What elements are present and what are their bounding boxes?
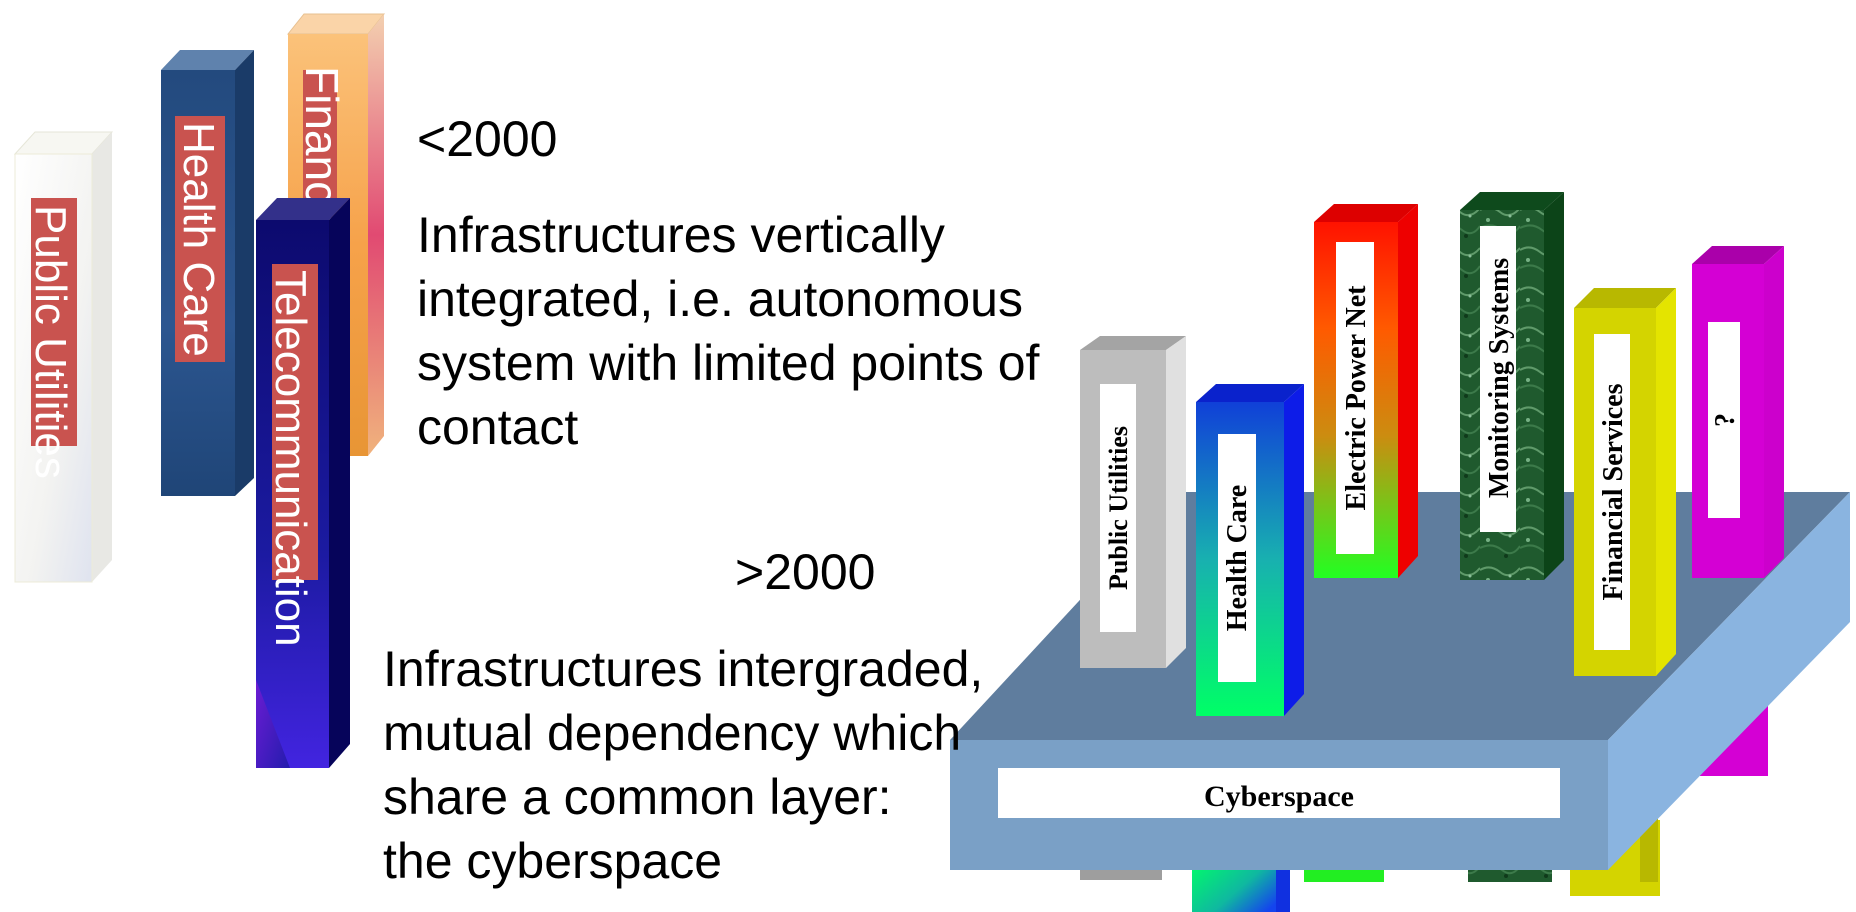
pillar-electric-power-net-label: Electric Power Net — [1341, 285, 1372, 511]
pillar-finance-label-bg — [303, 70, 337, 200]
description-before: Infrastructures vertically integrated, i… — [417, 203, 1117, 459]
description-after: Infrastructures intergraded, mutual depe… — [383, 637, 1083, 893]
era-before-label: <2000 — [417, 111, 558, 167]
pillar-electric-power-net: Electric Power Net — [1314, 204, 1418, 578]
pillar-public-utilities: Public Utilities — [13, 131, 114, 583]
pillar-financial-services-label: Financial Services — [1598, 383, 1629, 600]
pillar-question-label-box — [1708, 322, 1740, 518]
pillar-health-care: Health Care — [161, 50, 254, 496]
cyberspace-label-box — [998, 768, 1560, 818]
pillar-financial-services: Financial Services — [1574, 288, 1676, 676]
description-before-line: contact — [417, 399, 579, 455]
cyberspace-label: Cyberspace — [1204, 780, 1354, 813]
pillar-public-utilities-label: Public Utilities — [26, 205, 75, 479]
pillar-public-utilities-label-bg — [31, 198, 77, 446]
pillar-public-utilities-new-label: Public Utilities — [1104, 426, 1133, 590]
era-after-label: >2000 — [735, 544, 876, 600]
description-after-line: mutual dependency which — [383, 705, 962, 761]
pillar-telecommunication-label-bg — [272, 264, 318, 580]
pillar-telecommunication-label: Telecommunication — [266, 270, 315, 647]
pillar-question-label: ? — [1710, 413, 1741, 427]
pillar-health-care-new-label: Health Care — [1222, 485, 1253, 631]
pillar-public-utilities-new-label-box — [1100, 384, 1136, 632]
pillar-public-utilities-new: Public Utilities — [1080, 336, 1186, 668]
pillar-financial-services-label-box — [1594, 334, 1630, 650]
pillar-question: ? — [1692, 246, 1784, 578]
pillar-health-care-new-label-box — [1218, 434, 1256, 682]
pillar-telecommunication: Telecommunication — [256, 198, 350, 768]
pillar-health-care-label-bg — [175, 116, 225, 362]
pillar-health-care-new: Health Care — [1196, 384, 1304, 716]
pillar-monitoring-systems-label: Monitoring Systems — [1484, 258, 1515, 498]
pillar-health-care-label: Health Care — [174, 122, 223, 357]
description-before-line: system with limited points of — [417, 335, 1040, 391]
description-after-line: share a common layer: — [383, 769, 892, 825]
description-before-line: Infrastructures vertically — [417, 207, 945, 263]
description-before-line: integrated, i.e. autonomous — [417, 271, 1023, 327]
pillar-monitoring-systems: Monitoring Systems — [1460, 192, 1564, 580]
pillar-electric-power-net-label-box — [1336, 242, 1374, 554]
description-after-line: the cyberspace — [383, 833, 723, 889]
pillar-monitoring-systems-label-box — [1480, 226, 1516, 532]
description-after-line: Infrastructures intergraded, — [383, 641, 984, 697]
